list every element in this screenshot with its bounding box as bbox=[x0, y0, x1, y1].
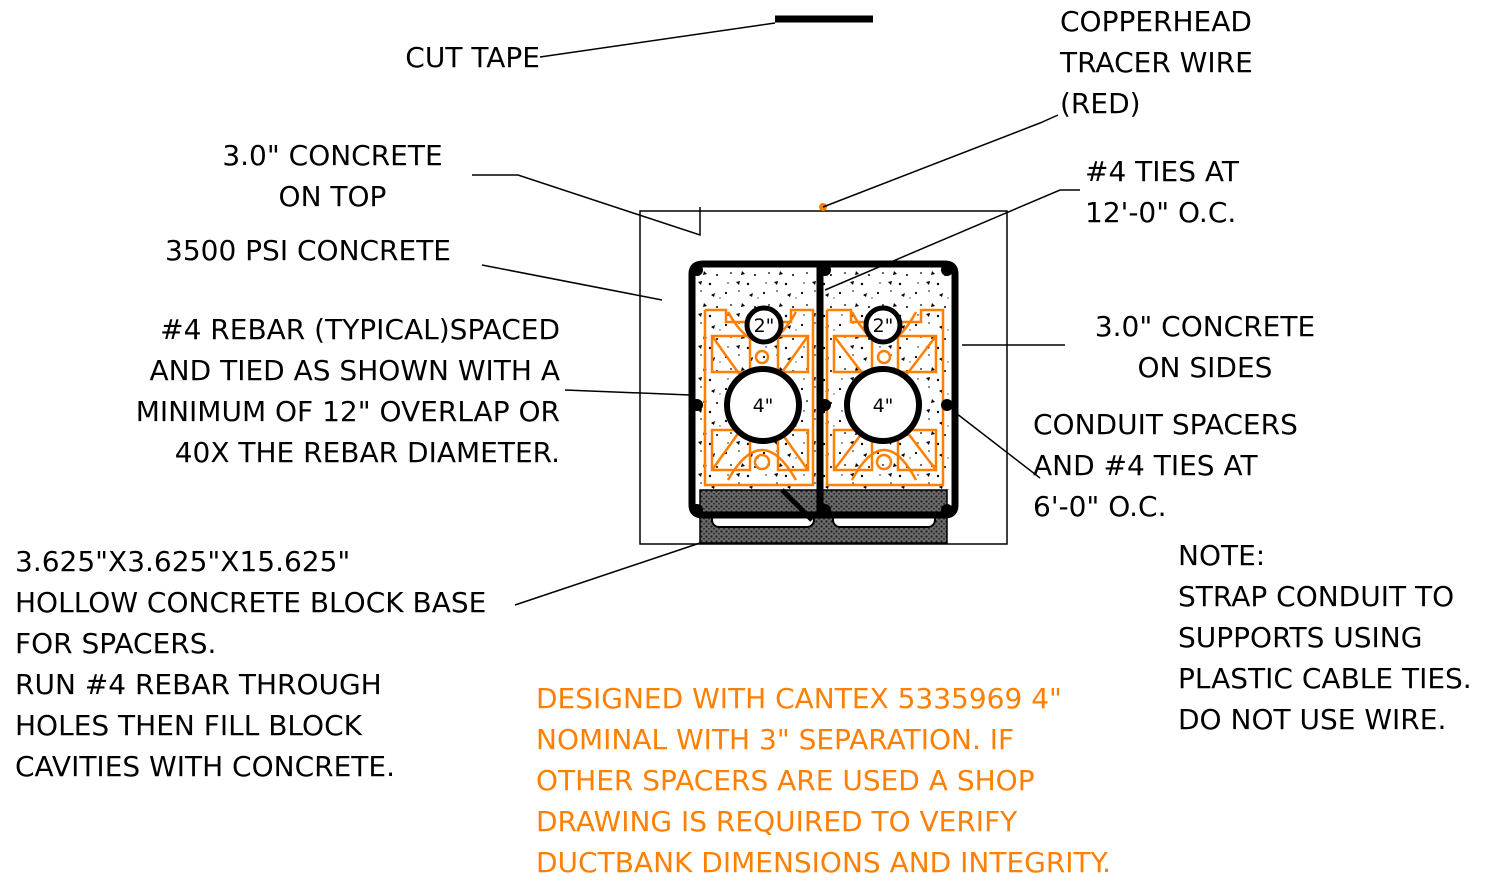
label-line: SUPPORTS USING bbox=[1178, 621, 1423, 654]
label-line: HOLLOW CONCRETE BLOCK BASE bbox=[15, 586, 487, 619]
label-tracer-wire: COPPERHEAD TRACER WIRE (RED) bbox=[1060, 1, 1253, 124]
conduit-size-label: 4" bbox=[873, 395, 894, 417]
label-line: ON TOP bbox=[278, 180, 387, 213]
label-line: TRACER WIRE bbox=[1060, 46, 1253, 79]
spacers-leader bbox=[951, 409, 1041, 479]
conduit-4in-right bbox=[844, 366, 922, 444]
concrete-encasement bbox=[639, 210, 1008, 545]
label-line: CONDUIT SPACERS bbox=[1033, 408, 1298, 441]
label-line: (RED) bbox=[1060, 87, 1141, 120]
cut-tape-leader bbox=[539, 22, 776, 58]
label-line: DRAWING IS REQUIRED TO VERIFY bbox=[536, 805, 1018, 838]
rebar-bars bbox=[691, 264, 953, 516]
label-line: DESIGNED WITH CANTEX 5335969 4" bbox=[536, 682, 1062, 715]
conduit-size-label: 2" bbox=[873, 315, 894, 337]
conduit-2in-left bbox=[744, 305, 784, 345]
label-ties-12: #4 TIES AT 12'-0" O.C. bbox=[1085, 151, 1239, 233]
tracer-wire-leader bbox=[822, 114, 1059, 208]
label-cut-tape: CUT TAPE bbox=[405, 37, 540, 78]
label-block-base: 3.625"X3.625"X15.625" HOLLOW CONCRETE BL… bbox=[15, 541, 486, 787]
label-line: NOMINAL WITH 3" SEPARATION. IF bbox=[536, 723, 1015, 756]
label-line: AND TIED AS SHOWN WITH A bbox=[149, 354, 560, 387]
label-line: 3500 PSI CONCRETE bbox=[165, 234, 452, 267]
label-designed-note: DESIGNED WITH CANTEX 5335969 4" NOMINAL … bbox=[536, 678, 1111, 883]
label-line: FOR SPACERS. bbox=[15, 627, 217, 660]
label-line: AND #4 TIES AT bbox=[1033, 449, 1258, 482]
label-psi-concrete: 3500 PSI CONCRETE bbox=[165, 230, 451, 271]
label-line: 6'-0" O.C. bbox=[1033, 490, 1167, 523]
label-line: CUT TAPE bbox=[405, 41, 540, 74]
label-line: 12'-0" O.C. bbox=[1085, 196, 1237, 229]
conduit-4in-left bbox=[724, 366, 802, 444]
label-spacers: CONDUIT SPACERS AND #4 TIES AT 6'-0" O.C… bbox=[1033, 404, 1298, 527]
conduit-size-label: 4" bbox=[753, 395, 774, 417]
ties-12-leader bbox=[824, 189, 1080, 291]
rebar-leader bbox=[564, 389, 691, 396]
label-line: #4 TIES AT bbox=[1085, 155, 1239, 188]
label-concrete-top: 3.0" CONCRETE ON TOP bbox=[200, 135, 465, 217]
label-line: #4 REBAR (TYPICAL)SPACED bbox=[160, 313, 560, 346]
conduit-2in-right bbox=[863, 305, 903, 345]
label-line: DUCTBANK DIMENSIONS AND INTEGRITY. bbox=[536, 846, 1111, 879]
rebar-tie-diagonal bbox=[780, 488, 814, 522]
label-rebar: #4 REBAR (TYPICAL)SPACED AND TIED AS SHO… bbox=[136, 309, 560, 473]
label-line: ON SIDES bbox=[1137, 351, 1273, 384]
label-concrete-sides: 3.0" CONCRETE ON SIDES bbox=[1075, 306, 1335, 388]
conduit-size-label: 2" bbox=[754, 315, 775, 337]
label-line: HOLES THEN FILL BLOCK bbox=[15, 709, 362, 742]
label-line: NOTE: bbox=[1178, 539, 1266, 572]
label-line: RUN #4 REBAR THROUGH bbox=[15, 668, 382, 701]
label-line: DO NOT USE WIRE. bbox=[1178, 703, 1447, 736]
label-line: STRAP CONDUIT TO bbox=[1178, 580, 1455, 613]
label-line: PLASTIC CABLE TIES. bbox=[1178, 662, 1472, 695]
label-line: 3.0" CONCRETE bbox=[1094, 310, 1316, 343]
label-line: MINIMUM OF 12" OVERLAP OR bbox=[135, 395, 560, 428]
block-base-leader bbox=[514, 542, 701, 606]
label-line: COPPERHEAD bbox=[1060, 5, 1252, 38]
label-line: CAVITIES WITH CONCRETE. bbox=[15, 750, 395, 783]
psi-concrete-leader bbox=[481, 264, 663, 301]
label-note: NOTE: STRAP CONDUIT TO SUPPORTS USING PL… bbox=[1178, 535, 1472, 740]
label-line: OTHER SPACERS ARE USED A SHOP bbox=[536, 764, 1035, 797]
label-line: 3.625"X3.625"X15.625" bbox=[15, 545, 351, 578]
label-line: 40X THE REBAR DIAMETER. bbox=[174, 436, 560, 469]
concrete-top-leader bbox=[472, 174, 701, 237]
label-line: 3.0" CONCRETE bbox=[222, 139, 443, 172]
